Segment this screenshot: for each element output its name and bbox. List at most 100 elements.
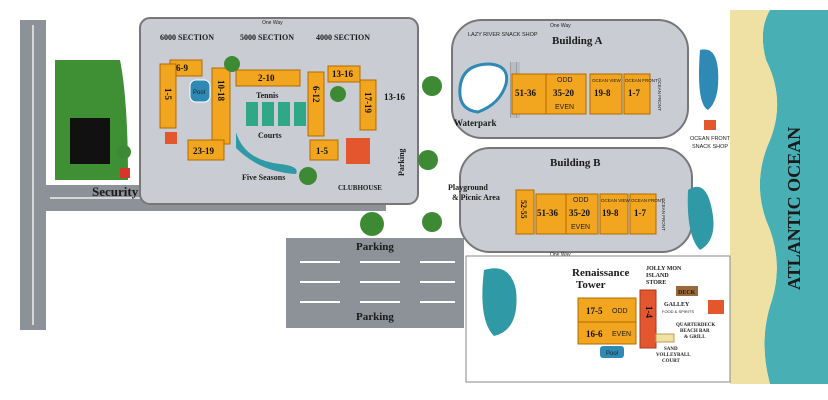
tower-16-6 [577, 321, 637, 345]
svg-text:1-7: 1-7 [634, 208, 646, 218]
building-b-title: Building B [550, 157, 601, 169]
unit-1-5-b [309, 139, 339, 161]
svg-text:ODD: ODD [573, 197, 589, 204]
svg-text:VOLLEYBALL: VOLLEYBALL [656, 353, 691, 358]
parking-stripes [300, 261, 455, 303]
svg-text:52-55: 52-55 [519, 200, 528, 219]
quarterdeck [708, 300, 724, 314]
tower-pool [600, 346, 624, 358]
svg-text:OCEAN VIEW: OCEAN VIEW [592, 78, 622, 83]
building-a-35-20 [545, 73, 587, 115]
svg-text:ODD: ODD [557, 77, 573, 84]
svg-text:16-6: 16-6 [586, 329, 603, 339]
svg-text:OCEAN FRONT: OCEAN FRONT [661, 198, 666, 231]
unit-2-10 [235, 69, 301, 87]
gatehouse [70, 118, 110, 164]
svg-text:ISLAND: ISLAND [646, 273, 669, 279]
ocean-label: ATLANTIC OCEAN [784, 127, 804, 290]
unit-13-16-b: 13-16 [384, 92, 405, 102]
svg-text:DECK: DECK [678, 290, 696, 296]
tower-17-5 [577, 297, 637, 323]
svg-text:10-18: 10-18 [216, 80, 226, 101]
svg-text:6-12: 6-12 [311, 86, 321, 103]
pool-6000 [189, 79, 211, 103]
svg-text:QUARTERDECK: QUARTERDECK [676, 323, 715, 328]
one-way-a: One Way [550, 23, 571, 29]
renaissance-label: Renaissance [572, 267, 630, 279]
svg-text:17-19: 17-19 [363, 92, 373, 113]
svg-text:35-20: 35-20 [569, 208, 590, 218]
pond-south [687, 186, 714, 250]
pond-north [699, 49, 719, 110]
unit-13-16-a [327, 65, 361, 83]
beach-sand [730, 10, 778, 384]
one-way-b: One Way [550, 252, 571, 258]
svg-text:OCEAN FRONT: OCEAN FRONT [657, 78, 662, 111]
svg-text:19-8: 19-8 [594, 88, 611, 98]
waterpark [458, 62, 509, 114]
building-b-1-7 [629, 193, 657, 235]
section-5000: 5000 SECTION [240, 33, 294, 42]
lazy-river-label: LAZY RIVER SNACK SHOP [468, 32, 538, 38]
unit-17-19 [359, 79, 377, 131]
svg-text:FOOD & SPIRITS: FOOD & SPIRITS [662, 309, 694, 314]
svg-text:1-5: 1-5 [163, 88, 173, 100]
building-b-35-20 [565, 193, 599, 235]
svg-text:GALLEY: GALLEY [664, 302, 690, 308]
parking-label-top: Parking [356, 241, 394, 253]
svg-text:EVEN: EVEN [555, 104, 574, 111]
section-4000: 4000 SECTION [316, 33, 370, 42]
svg-text:ODD: ODD [612, 308, 628, 315]
tower-label: Tower [576, 279, 606, 291]
svg-text:JOLLY MON: JOLLY MON [646, 266, 682, 272]
svg-text:SNACK SHOP: SNACK SHOP [692, 144, 728, 150]
five-seasons-label: Five Seasons [242, 173, 285, 182]
svg-text:OCEAN FRONT: OCEAN FRONT [690, 136, 731, 142]
courts-label: Courts [258, 131, 282, 140]
svg-text:EVEN: EVEN [612, 331, 631, 338]
unit-1-5 [159, 63, 177, 129]
parking-side-label: Parking [397, 148, 406, 176]
svg-text:51-36: 51-36 [515, 88, 536, 98]
volleyball-court [655, 333, 675, 343]
svg-text:& GRILL: & GRILL [684, 335, 706, 340]
svg-text:BEACH BAR: BEACH BAR [680, 329, 710, 334]
tennis-label: Tennis [256, 91, 278, 100]
svg-text:STORE: STORE [646, 280, 666, 286]
tower-1-4 [639, 289, 657, 349]
tower-pond [482, 268, 517, 336]
five-seasons-lake [236, 132, 297, 174]
ocean-front-snack-shop [704, 120, 716, 130]
waterpark-label: Waterpark [454, 118, 497, 128]
building-b-52-55 [515, 189, 535, 235]
svg-text:1-7: 1-7 [628, 88, 640, 98]
svg-text:6-9: 6-9 [176, 63, 188, 73]
svg-text:17-5: 17-5 [586, 306, 603, 316]
deck [676, 286, 698, 296]
svg-text:23-19: 23-19 [193, 146, 214, 156]
svg-text:35-20: 35-20 [553, 88, 574, 98]
playground-label: Playground [448, 183, 488, 192]
svg-text:Pool: Pool [606, 351, 618, 357]
building-a-51-36 [511, 73, 547, 115]
building-b-51-36 [535, 193, 567, 235]
clubhouse-label: CLUBHOUSE [338, 184, 382, 192]
building-a-title: Building A [552, 35, 603, 47]
svg-text:SAND: SAND [664, 347, 678, 352]
svg-text:2-10: 2-10 [258, 73, 275, 83]
svg-text:1-4: 1-4 [644, 306, 654, 318]
trees [117, 56, 479, 236]
svg-text:13-16: 13-16 [332, 69, 353, 79]
svg-text:1-5: 1-5 [316, 146, 328, 156]
clubhouse [346, 138, 370, 164]
svg-text:OCEAN VIEW: OCEAN VIEW [601, 198, 631, 203]
one-way-top: One Way [262, 20, 283, 26]
building-b-19-8 [599, 193, 629, 235]
svg-text:COURT: COURT [662, 359, 681, 364]
building-a-1-7 [623, 73, 651, 115]
svg-text:OCEAN FRONT: OCEAN FRONT [625, 78, 658, 83]
svg-text:Pool: Pool [193, 90, 205, 96]
picnic-label: & Picnic Area [452, 193, 500, 202]
parking-label-bottom: Parking [356, 311, 394, 323]
